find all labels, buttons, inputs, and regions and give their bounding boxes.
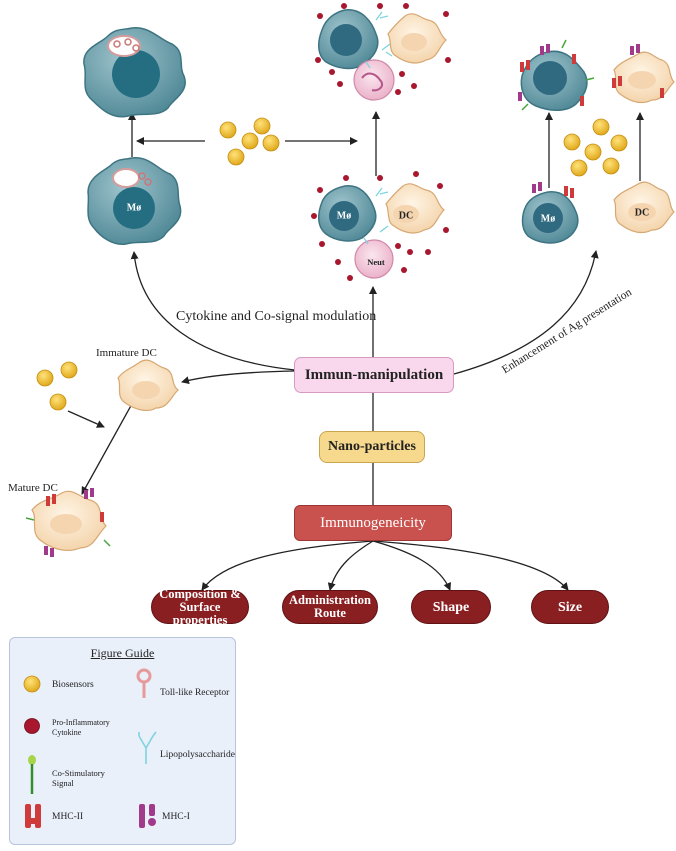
macrophage-label: Mø xyxy=(336,210,352,222)
figure-guide: Figure Guide Biosensors Toll-like Recept… xyxy=(9,637,236,845)
toll-like-receptor-icon xyxy=(136,668,152,698)
immature-dc-cell xyxy=(117,359,179,412)
biosensor-particles xyxy=(36,117,628,411)
arrow-to-immature-dc xyxy=(181,370,295,385)
cytokine-icon xyxy=(24,718,40,734)
macrophage-label: Mø xyxy=(540,213,556,225)
guide-label-mhc-i: MHC-I xyxy=(162,812,190,822)
cell-cluster-top xyxy=(315,3,451,101)
macrophage-ag-top xyxy=(518,39,595,111)
branch-administration xyxy=(327,540,374,591)
dendritic-cell-label: DC xyxy=(398,210,414,222)
mhc-ii-icon xyxy=(25,804,41,828)
administration-route-node: Administration Route xyxy=(282,590,378,624)
mature-dc-label: Mature DC xyxy=(8,482,58,494)
nano-particles-node: Nano-particles xyxy=(319,431,425,463)
immature-dc-label: Immature DC xyxy=(96,347,157,359)
branch-size xyxy=(372,540,569,591)
branch-shape xyxy=(372,540,451,591)
shape-node: Shape xyxy=(411,590,491,624)
dc-ag-top xyxy=(612,44,675,104)
branch-composition xyxy=(201,540,374,591)
arrow-to-ag-presentation xyxy=(453,250,599,375)
guide-label-cytokine: Pro-Inflammatory Cytokine xyxy=(52,718,110,737)
mhc-i-icon xyxy=(139,804,156,828)
size-node: Size xyxy=(531,590,609,624)
guide-label-co-stimulatory: Co-Stimulatory Signal xyxy=(52,768,105,788)
macrophage-ag-middle xyxy=(521,182,579,244)
macrophage-left xyxy=(87,157,182,245)
dendritic-cell-label: DC xyxy=(634,207,650,219)
macrophage-top xyxy=(83,27,186,118)
biosensor-icon xyxy=(23,675,41,693)
guide-label-biosensors: Biosensors xyxy=(52,680,94,690)
arrow-dc-to-mature xyxy=(81,401,134,495)
lipopolysaccharide-icon xyxy=(138,731,157,764)
connectors xyxy=(67,111,644,591)
dc-ag-middle xyxy=(613,181,675,234)
macrophage-label: Mø xyxy=(126,202,142,214)
guide-label-toll-like-receptor: Toll-like Receptor xyxy=(160,688,230,698)
immun-manipulation-node: Immun-manipulation xyxy=(294,357,454,393)
cytokine-modulation-label: Cytokine and Co-signal modulation xyxy=(176,309,377,324)
arrow-bio-to-mature xyxy=(67,410,105,428)
arrow-to-macrophage xyxy=(130,251,296,371)
guide-label-lipopolysaccharide: Lipopolysaccharide xyxy=(160,750,235,760)
mature-dc-cell xyxy=(25,488,111,557)
guide-label-mhc-ii: MHC-II xyxy=(52,812,84,822)
immunogenicity-node: Immunogeneicity xyxy=(294,505,452,541)
cell-cluster-middle xyxy=(311,171,449,281)
co-stimulatory-icon xyxy=(28,755,36,794)
figure-guide-title: Figure Guide xyxy=(90,646,155,660)
composition-node: Composition & Surface properties xyxy=(151,587,249,626)
neutrophil-label: Neut xyxy=(367,257,385,267)
